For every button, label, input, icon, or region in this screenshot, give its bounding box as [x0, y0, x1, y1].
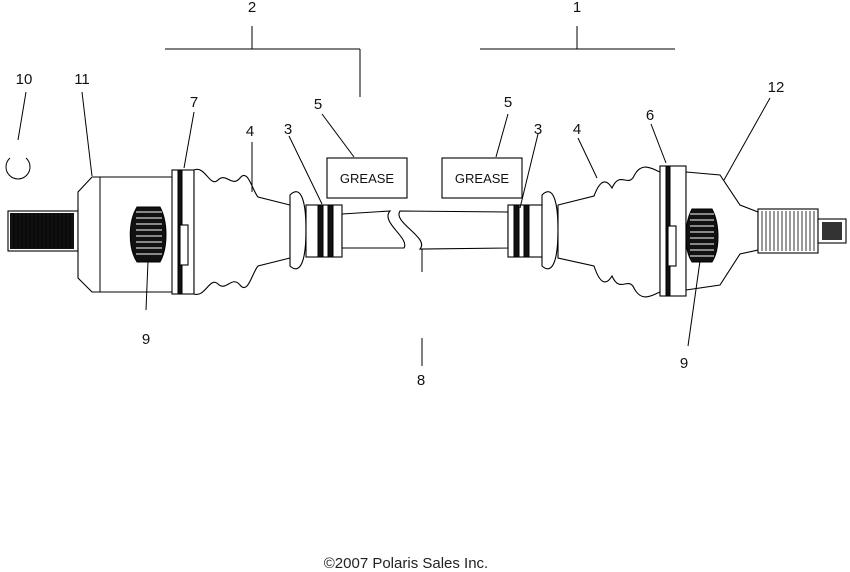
- callout-4-right: 4: [573, 121, 581, 138]
- right-boot-clamp: [659, 165, 687, 297]
- callout-1: 1: [573, 0, 581, 16]
- callout-4-left: 4: [246, 123, 254, 140]
- grease-box-right: GREASE: [441, 157, 523, 199]
- bracket-1: [480, 26, 675, 50]
- grease-label-left: GREASE: [340, 171, 395, 186]
- center-shaft: [341, 210, 509, 250]
- copyright-notice: ©2007 Polaris Sales Inc.: [323, 555, 489, 572]
- callout-5-right: 5: [504, 94, 512, 111]
- grease-label-right: GREASE: [455, 171, 510, 186]
- bracket-2: [165, 26, 361, 97]
- left-cv-housing: [77, 176, 181, 293]
- left-splined-stub: [7, 210, 79, 252]
- left-cv-boot: [193, 168, 307, 295]
- right-cv-housing: [685, 171, 759, 291]
- callout-7: 7: [190, 94, 198, 111]
- callout-3-right: 3: [534, 121, 542, 138]
- callout-11: 11: [74, 71, 90, 88]
- callout-3-left: 3: [284, 121, 292, 138]
- right-inner-clamp: [507, 204, 543, 258]
- callout-8: 8: [417, 372, 425, 389]
- callout-9-right: 9: [680, 355, 688, 372]
- callout-numbers: 2 1 10 11 7 4 3 5 5 3 4 6 12 9 8 9: [16, 0, 785, 389]
- callout-5-left: 5: [314, 96, 322, 113]
- callout-12: 12: [768, 79, 785, 96]
- right-cv-boot: [541, 166, 661, 298]
- snap-ring: [5, 157, 31, 180]
- left-boot-clamp: [171, 169, 195, 295]
- callout-10: 10: [16, 71, 33, 88]
- leader-lines: [17, 91, 771, 366]
- callout-2: 2: [248, 0, 256, 16]
- callout-9-left: 9: [142, 331, 150, 348]
- grease-box-left: GREASE: [326, 157, 408, 199]
- left-inner-clamp: [305, 204, 343, 258]
- right-splined-stub: [757, 208, 847, 254]
- callout-6: 6: [646, 107, 654, 124]
